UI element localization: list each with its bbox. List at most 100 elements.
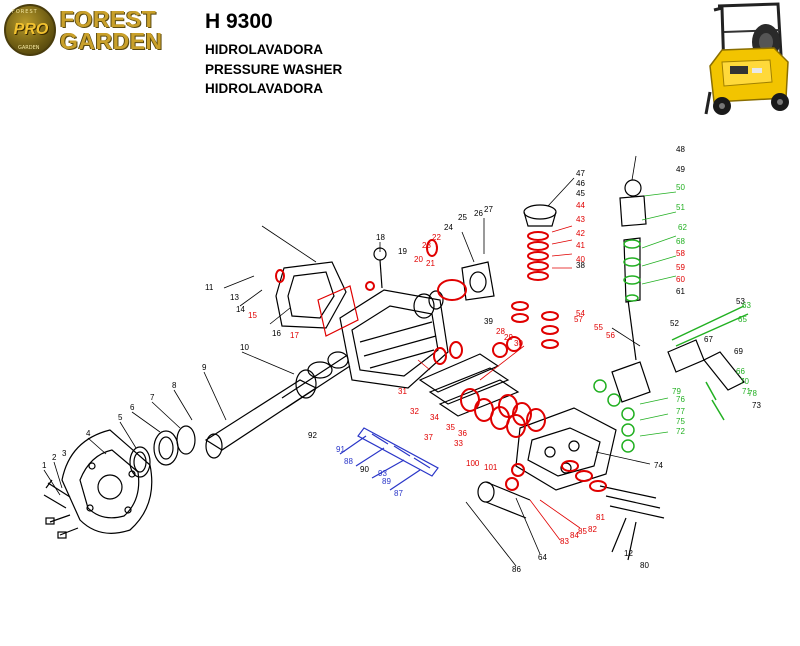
callout-34: 34 bbox=[430, 413, 439, 422]
subtitle-line-3: HIDROLAVADORA bbox=[205, 81, 323, 96]
callout-25: 25 bbox=[458, 213, 467, 222]
callout-100: 100 bbox=[466, 459, 480, 468]
callout-9: 9 bbox=[202, 363, 207, 372]
callout-39: 39 bbox=[484, 317, 493, 326]
callout-1: 1 bbox=[42, 461, 47, 470]
callout-93: 93 bbox=[378, 469, 387, 478]
callout-14: 14 bbox=[236, 305, 245, 314]
callout-28: 28 bbox=[496, 327, 505, 336]
callout-86: 86 bbox=[512, 565, 521, 574]
callout-68: 68 bbox=[676, 237, 685, 246]
pressure-washer-product-image bbox=[704, 2, 789, 115]
callout-10: 10 bbox=[240, 343, 249, 352]
forest-garden-logo: FOREST PRO GARDEN FOREST GARDEN bbox=[4, 4, 190, 56]
callout-65: 65 bbox=[738, 315, 747, 324]
callout-61: 61 bbox=[676, 287, 685, 296]
callout-18: 18 bbox=[376, 233, 385, 242]
callout-17: 17 bbox=[290, 331, 299, 340]
callout-73: 73 bbox=[752, 401, 761, 410]
callout-46: 46 bbox=[576, 179, 585, 188]
callout-29: 29 bbox=[504, 333, 513, 342]
callout-91: 91 bbox=[336, 445, 345, 454]
bolts-group-left bbox=[43, 479, 79, 539]
callout-30: 30 bbox=[514, 339, 523, 348]
subtitle-line-2: PRESSURE WASHER bbox=[205, 62, 343, 77]
callout-69: 69 bbox=[734, 347, 743, 356]
badge-center-text: PRO bbox=[13, 21, 49, 38]
callout-62: 62 bbox=[678, 223, 687, 232]
callout-31: 31 bbox=[398, 387, 407, 396]
callout-4: 4 bbox=[86, 429, 91, 438]
callout-84: 84 bbox=[570, 531, 579, 540]
callout-64: 64 bbox=[538, 553, 547, 562]
callout-50: 50 bbox=[676, 183, 685, 192]
callout-23: 23 bbox=[422, 241, 431, 250]
callout-49: 49 bbox=[676, 165, 685, 174]
callout-40: 40 bbox=[576, 255, 585, 264]
callout-87: 87 bbox=[394, 489, 403, 498]
callout-101: 101 bbox=[484, 463, 498, 472]
crankcase-housing-part bbox=[339, 247, 449, 389]
callout-48: 48 bbox=[676, 145, 685, 154]
callout-78: 78 bbox=[748, 389, 757, 398]
callout-43: 43 bbox=[576, 215, 585, 224]
callout-8: 8 bbox=[172, 381, 177, 390]
callout-22: 22 bbox=[432, 233, 441, 242]
badge-ring-bottom: GARDEN bbox=[18, 45, 40, 51]
callout-74: 74 bbox=[654, 461, 663, 470]
subtitle-line-1: HIDROLAVADORA bbox=[205, 42, 323, 57]
callout-55: 55 bbox=[594, 323, 603, 332]
callout-27: 27 bbox=[484, 205, 493, 214]
brand-line-2: GARDEN bbox=[60, 28, 163, 54]
callout-79: 79 bbox=[672, 387, 681, 396]
rear-cover-part bbox=[275, 261, 347, 329]
front-cover-part bbox=[61, 429, 153, 534]
unloader-valve-part bbox=[611, 179, 651, 403]
callout-45: 45 bbox=[576, 189, 585, 198]
callout-90: 90 bbox=[360, 465, 369, 474]
callout-81: 81 bbox=[596, 513, 605, 522]
callout-63: 63 bbox=[742, 301, 751, 310]
model-title: H 9300 bbox=[205, 10, 273, 33]
callout-70: 70 bbox=[740, 377, 749, 386]
brand-line-1: FOREST bbox=[60, 6, 157, 32]
callout-60: 60 bbox=[676, 275, 685, 284]
callout-58: 58 bbox=[676, 249, 685, 258]
callout-13: 13 bbox=[230, 293, 239, 302]
callout-12: 12 bbox=[624, 549, 633, 558]
callout-6: 6 bbox=[130, 403, 135, 412]
callout-75: 75 bbox=[676, 417, 685, 426]
pump-manifold-part bbox=[515, 407, 617, 491]
callout-82: 82 bbox=[588, 525, 597, 534]
callout-19: 19 bbox=[398, 247, 407, 256]
callout-11: 11 bbox=[205, 283, 214, 292]
callout-3: 3 bbox=[62, 449, 67, 458]
callout-38: 38 bbox=[576, 261, 585, 270]
badge-ring-top: FOREST bbox=[12, 9, 38, 15]
callout-15: 15 bbox=[248, 311, 257, 320]
callout-66: 66 bbox=[736, 367, 745, 376]
callout-92: 92 bbox=[308, 431, 317, 440]
callout-53: 53 bbox=[736, 297, 745, 306]
callout-54: 54 bbox=[576, 309, 585, 318]
callout-41: 41 bbox=[576, 241, 585, 250]
callout-52: 52 bbox=[670, 319, 679, 328]
callout-21: 21 bbox=[426, 259, 435, 268]
callout-37: 37 bbox=[424, 433, 433, 442]
callout-26: 26 bbox=[474, 209, 483, 218]
callout-33: 33 bbox=[454, 439, 463, 448]
callout-36: 36 bbox=[458, 429, 467, 438]
callout-51: 51 bbox=[676, 203, 685, 212]
callout-67: 67 bbox=[704, 335, 713, 344]
callout-71: 71 bbox=[742, 387, 751, 396]
pro-badge-icon: FOREST PRO GARDEN bbox=[4, 4, 56, 56]
callout-76: 76 bbox=[676, 395, 685, 404]
callout-44: 44 bbox=[576, 201, 585, 210]
callout-47: 47 bbox=[576, 169, 585, 178]
callout-35: 35 bbox=[446, 423, 455, 432]
callout-42: 42 bbox=[576, 229, 585, 238]
callout-20: 20 bbox=[414, 255, 423, 264]
callout-2: 2 bbox=[52, 453, 57, 462]
callout-7: 7 bbox=[150, 393, 155, 402]
callout-88: 88 bbox=[344, 457, 353, 466]
